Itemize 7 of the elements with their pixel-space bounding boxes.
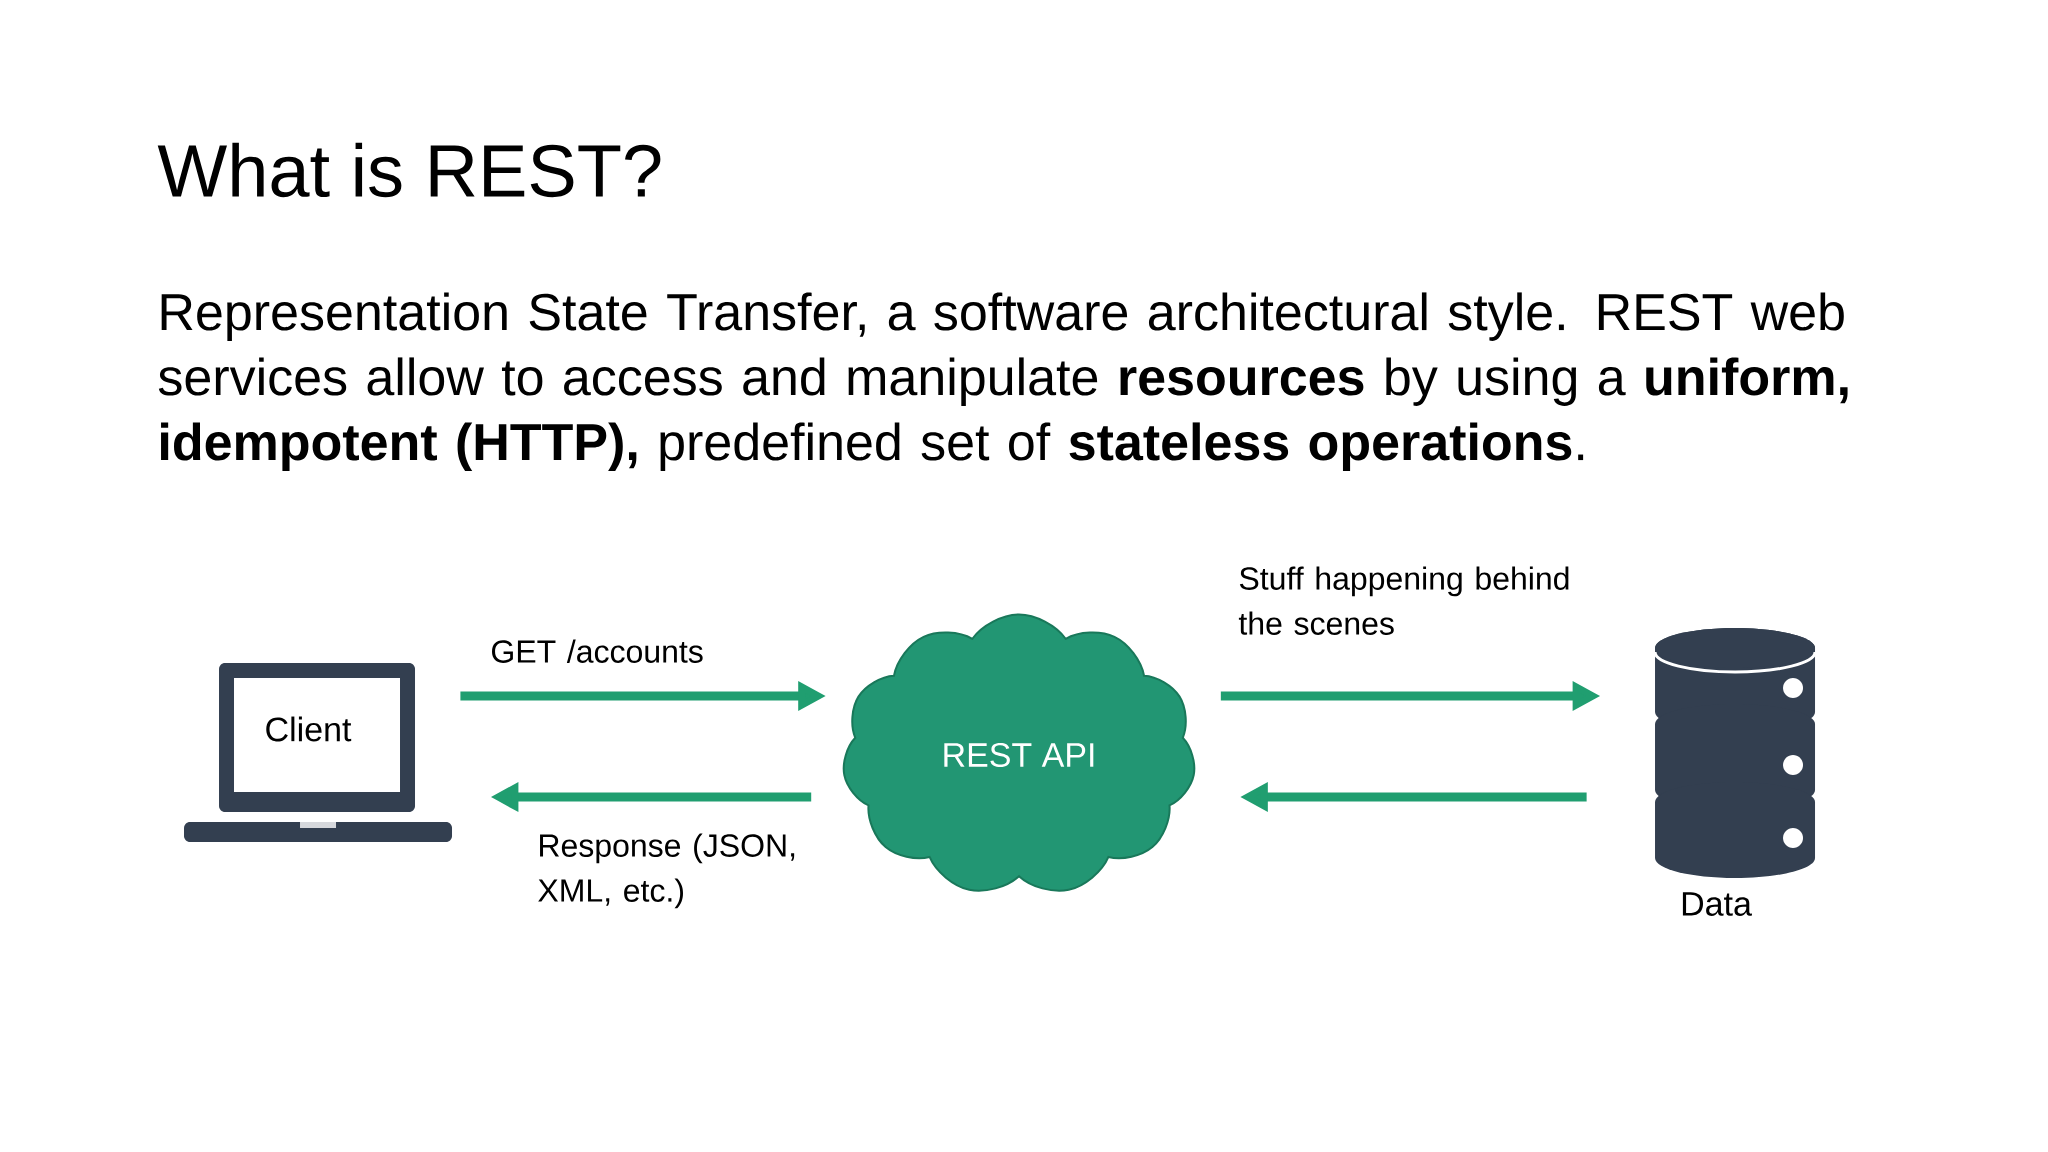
title: What is REST? xyxy=(157,142,661,198)
node-label: Data xyxy=(1682,892,1752,916)
edge-label: GET /accounts xyxy=(492,639,703,663)
description-text: Representation State Transfer, a software architectural style. REST web services allow to access and manipulate resources by using a uniform, idempotent (HTTP), predefined set of stateless operations. xyxy=(158,292,1848,471)
edge-label: Stuff happening behind the scenes xyxy=(1238,566,1569,635)
edge-label: Response (JSON, XML, etc.) xyxy=(538,833,795,909)
laptop-drawing: Client xyxy=(184,663,452,842)
